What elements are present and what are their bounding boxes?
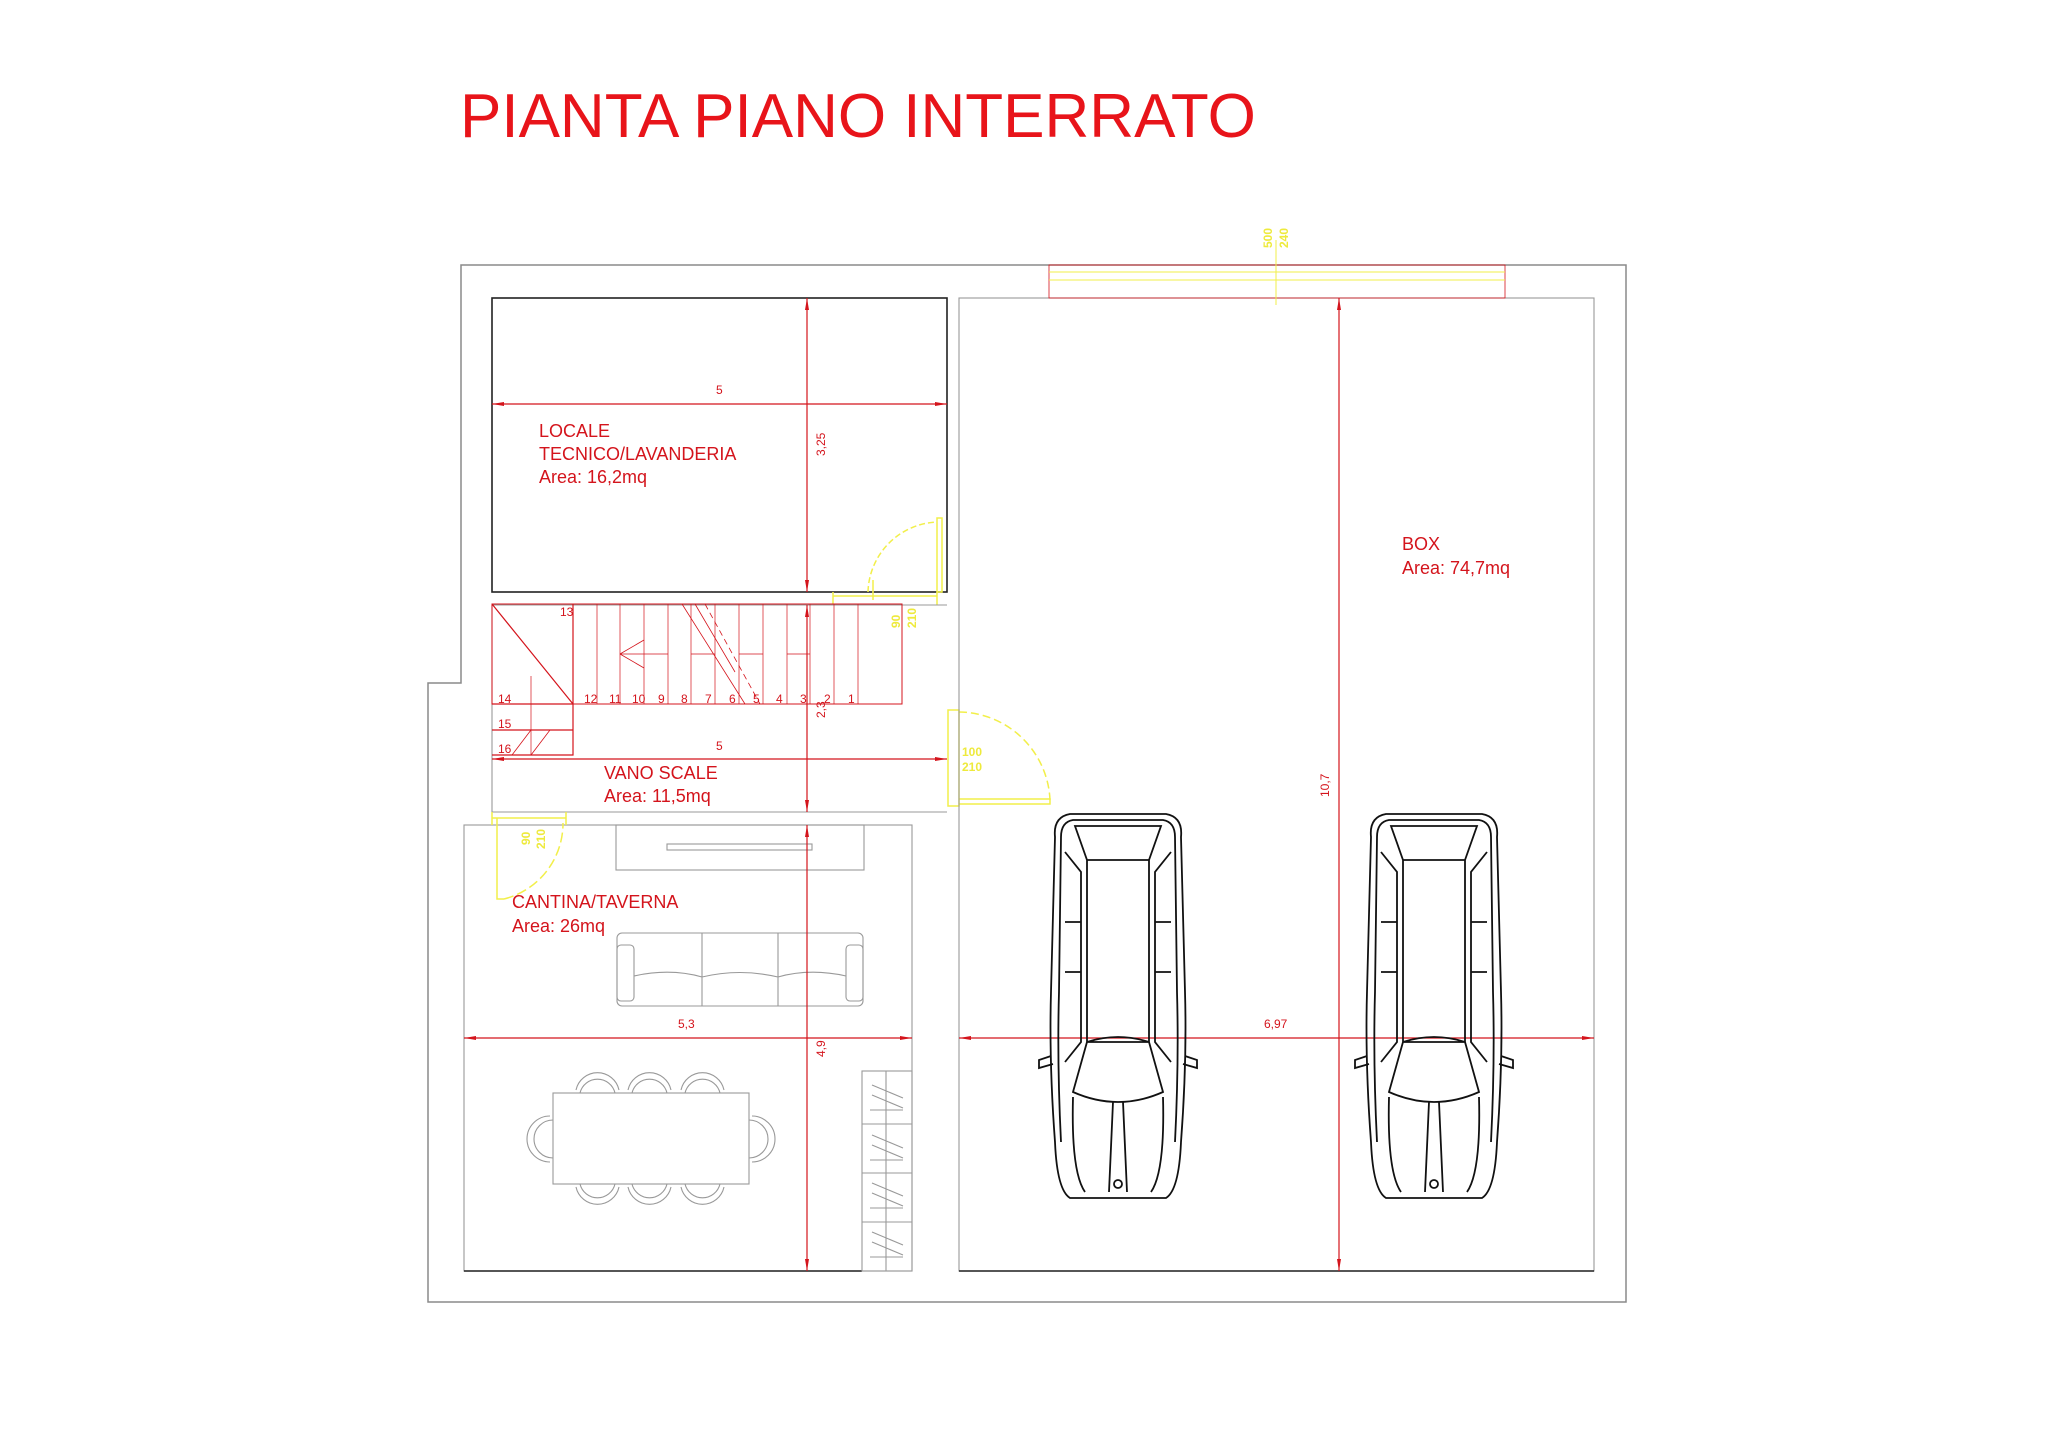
tv-unit	[615, 824, 865, 871]
locale-door-width: 90	[889, 614, 903, 628]
vano-box-door-height: 210	[962, 760, 982, 774]
svg-text:6: 6	[729, 692, 736, 706]
locale-width-label: 5	[716, 383, 723, 397]
locale-door-height: 210	[905, 608, 919, 628]
svg-text:4: 4	[776, 692, 783, 706]
cantina-dimensions	[464, 825, 912, 1271]
box-name: BOX	[1402, 534, 1440, 554]
locale-area: Area: 16,2mq	[539, 467, 647, 487]
wine-rack	[861, 1070, 913, 1272]
box-dimensions	[959, 298, 1594, 1271]
outer-wall	[427, 264, 1627, 1303]
svg-text:9: 9	[658, 692, 665, 706]
room-locale-tecnico	[491, 297, 948, 593]
cantina-width-label: 5,3	[678, 1017, 695, 1031]
svg-text:10: 10	[632, 692, 646, 706]
cantina-area: Area: 26mq	[512, 916, 605, 936]
staircase	[491, 603, 903, 756]
svg-text:1: 1	[848, 692, 855, 706]
vano-width-label: 5	[716, 739, 723, 753]
svg-text:3: 3	[800, 692, 807, 706]
box-depth-label: 10,7	[1318, 773, 1332, 797]
locale-dimensions	[492, 298, 947, 592]
cantina-name: CANTINA/TAVERNA	[512, 892, 678, 912]
cantina-door[interactable]	[491, 812, 567, 900]
drawing-title: PIANTA PIANO INTERRATO	[460, 82, 1256, 151]
garage-door-width: 500	[1261, 228, 1275, 248]
vano-name: VANO SCALE	[604, 763, 718, 783]
stair-step-numbers: 1 2 3 4 5 6 7 8 9 10 11 12 13 14 15 16	[498, 605, 855, 756]
locale-name-2: TECNICO/LAVANDERIA	[539, 444, 736, 464]
box-area: Area: 74,7mq	[1402, 558, 1510, 578]
garage-door[interactable]	[1048, 240, 1506, 305]
vano-box-door-width: 100	[962, 745, 982, 759]
locale-name-1: LOCALE	[539, 421, 610, 441]
box-width-label: 6,97	[1264, 1017, 1288, 1031]
cantina-depth-label: 4,9	[814, 1040, 828, 1057]
svg-text:12: 12	[584, 692, 598, 706]
svg-text:5: 5	[753, 692, 760, 706]
car-left	[1038, 813, 1198, 1199]
dining-table	[526, 1072, 776, 1205]
vano-area: Area: 11,5mq	[604, 786, 711, 806]
svg-text:7: 7	[705, 692, 712, 706]
locale-door[interactable]	[832, 517, 943, 605]
cantina-door-width: 90	[519, 831, 533, 845]
svg-text:14: 14	[498, 692, 512, 706]
garage-door-height: 240	[1277, 228, 1291, 248]
car-right	[1354, 813, 1514, 1199]
vano-dimensions	[492, 605, 947, 812]
svg-text:15: 15	[498, 717, 512, 731]
cantina-door-height: 210	[534, 829, 548, 849]
vano-depth-label: 2,3	[814, 701, 828, 718]
svg-text:2: 2	[824, 692, 831, 706]
sofa	[616, 932, 864, 1007]
room-vano-scale	[491, 604, 947, 813]
svg-text:8: 8	[681, 692, 688, 706]
svg-text:13: 13	[560, 605, 574, 619]
locale-depth-label: 3,25	[814, 432, 828, 456]
svg-text:11: 11	[609, 692, 622, 706]
svg-text:16: 16	[498, 742, 512, 756]
